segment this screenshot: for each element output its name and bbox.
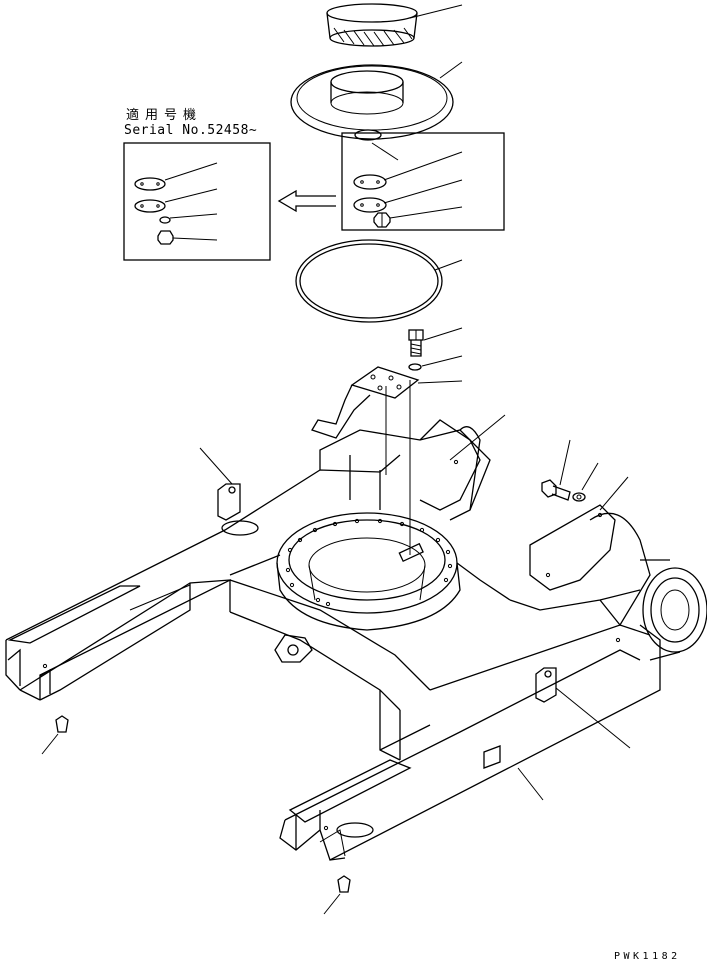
applicable-models-label: 適用号機: [126, 108, 203, 123]
grease-fitting: [41, 715, 69, 755]
cover-plate: [290, 64, 454, 141]
mounting-bracket: [311, 366, 420, 555]
ring-part: [326, 3, 418, 47]
leader-line: [449, 414, 506, 461]
o-ring: [295, 239, 443, 323]
cover-bolt: [541, 479, 586, 502]
leader-line: [409, 4, 463, 19]
leader-line: [581, 462, 599, 491]
leader-line: [517, 767, 544, 801]
track-frame: [5, 419, 707, 861]
leader-line: [421, 355, 463, 367]
serial-number-label: Serial No.52458~: [124, 123, 258, 138]
leader-line: [599, 476, 629, 511]
washer: [408, 363, 422, 371]
grease-fitting: [323, 875, 351, 915]
detail-box-serial: [123, 142, 271, 261]
leader-line: [555, 687, 631, 749]
drawing-code: PWK1182: [614, 951, 681, 962]
leader-line: [423, 327, 463, 341]
leader-line: [439, 61, 463, 79]
leader-line: [434, 259, 463, 271]
leader-line: [199, 447, 233, 485]
arrow-left-icon: [277, 189, 336, 213]
detail-box-current: [341, 132, 505, 231]
leader-line: [559, 439, 571, 486]
bolt: [408, 329, 424, 357]
leader-line: [417, 380, 463, 384]
